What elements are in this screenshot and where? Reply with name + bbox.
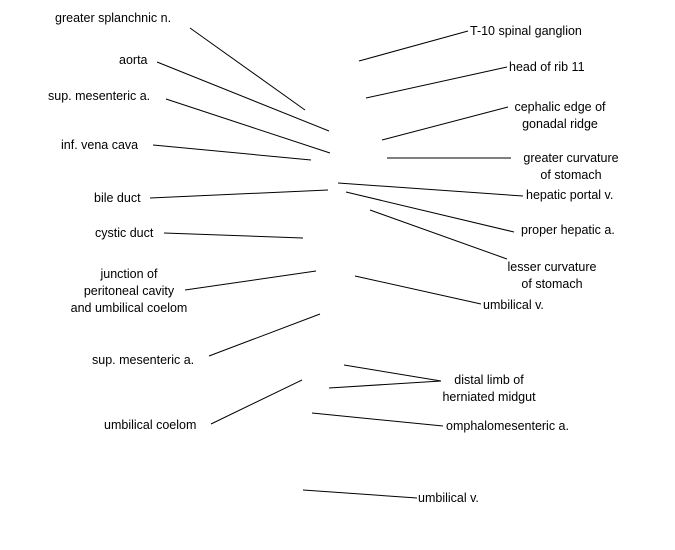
leader-inf-vena-cava [152, 144, 312, 161]
label-junction-line-2: peritoneal cavity [83, 284, 175, 298]
label-omphalomesenteric: omphalomesenteric a. [446, 419, 569, 433]
leader-sup-mesenteric-lower [208, 313, 321, 357]
leader-proper-hepatic [345, 191, 515, 233]
label-proper-hepatic: proper hepatic a. [521, 223, 615, 237]
leader-omphalomesenteric [311, 412, 444, 427]
label-junction-line-1: junction of [100, 267, 158, 281]
label-lesser-curvature-line-1: lesser curvature [507, 260, 597, 274]
label-junction-line-3: and umbilical coelom [70, 301, 188, 315]
label-cephalic-line-1: cephalic edge of [514, 100, 606, 114]
leader-bile-duct [149, 189, 329, 199]
label-sup-mesenteric-lower: sup. mesenteric a. [92, 353, 195, 367]
leader-distal-limb-b [328, 380, 442, 389]
label-umbilical-v-lower: umbilical v. [418, 491, 479, 505]
label-umbilical-coelom: umbilical coelom [104, 418, 197, 432]
leader-junction [184, 270, 317, 291]
leader-cephalic-edge [381, 106, 509, 141]
leader-cystic-duct [163, 232, 304, 239]
leader-umbilical-v-upper [354, 275, 482, 305]
leader-distal-limb-a [343, 364, 442, 382]
label-distal-limb: distal limb of herniated midgut [419, 372, 559, 406]
label-cephalic-edge: cephalic edge of gonadal ridge [495, 99, 625, 133]
label-distal-limb-line-1: distal limb of [454, 373, 524, 387]
leader-umbilical-v-lower [302, 489, 418, 499]
label-aorta: aorta [119, 53, 148, 67]
label-umbilical-v-upper: umbilical v. [483, 298, 544, 312]
label-sup-mesenteric-upper: sup. mesenteric a. [48, 89, 151, 103]
leader-head-rib [365, 66, 508, 99]
label-cephalic-line-2: gonadal ridge [522, 117, 598, 131]
label-lesser-curvature: lesser curvature of stomach [487, 259, 617, 293]
label-greater-curvature-line-2: of stomach [540, 168, 602, 182]
label-t10-ganglion: T-10 spinal ganglion [470, 24, 582, 38]
label-greater-curvature-line-1: greater curvature [523, 151, 619, 165]
leader-umbilical-coelom [210, 379, 303, 425]
label-inf-vena-cava: inf. vena cava [61, 138, 139, 152]
leader-t10-ganglion [358, 30, 469, 62]
label-distal-limb-line-2: herniated midgut [442, 390, 536, 404]
label-greater-splanchnic: greater splanchnic n. [55, 11, 172, 25]
leader-aorta [156, 61, 330, 132]
leader-lesser-curvature [369, 209, 508, 260]
label-head-rib: head of rib 11 [509, 60, 585, 74]
leader-hepatic-portal [337, 182, 524, 197]
label-cystic-duct: cystic duct [95, 226, 154, 240]
leader-sup-mesenteric-upper [165, 98, 331, 154]
label-bile-duct: bile duct [94, 191, 141, 205]
label-hepatic-portal: hepatic portal v. [526, 188, 614, 202]
leader-greater-splanchnic [189, 27, 306, 111]
label-greater-curvature: greater curvature of stomach [505, 150, 637, 184]
label-junction-peritoneal: junction of peritoneal cavity and umbili… [54, 266, 204, 317]
label-lesser-curvature-line-2: of stomach [521, 277, 583, 291]
